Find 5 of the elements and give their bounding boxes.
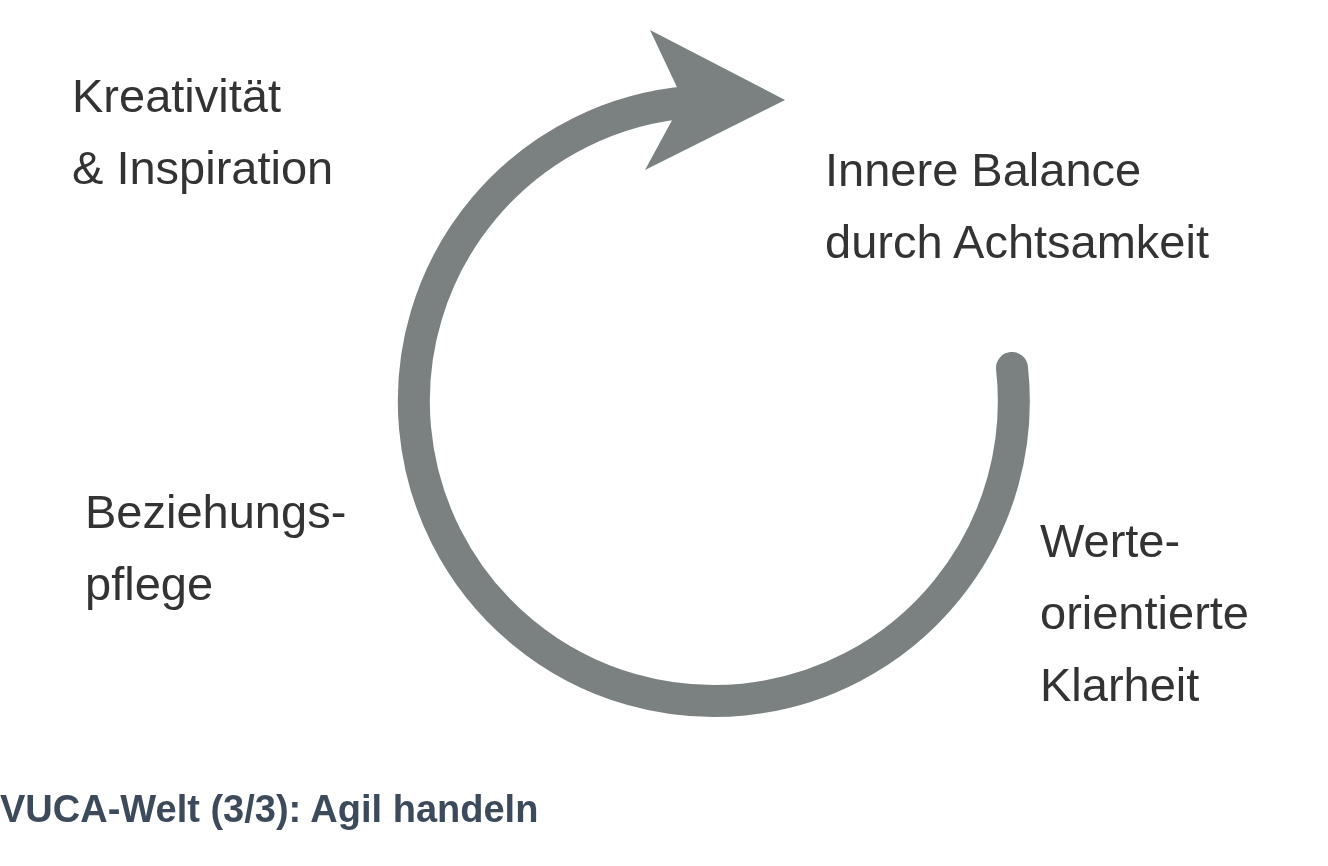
topic-label: Innere Balance durch Achtsamkeit xyxy=(825,142,1209,270)
caption: VUCA-Welt (3/3): Agil handeln xyxy=(0,788,539,831)
topic-label: Werte- orientierte Klarheit xyxy=(1040,513,1249,713)
topic-label: Kreativität & Inspiration xyxy=(72,68,334,196)
topic-label: Beziehungs- pflege xyxy=(85,484,347,612)
